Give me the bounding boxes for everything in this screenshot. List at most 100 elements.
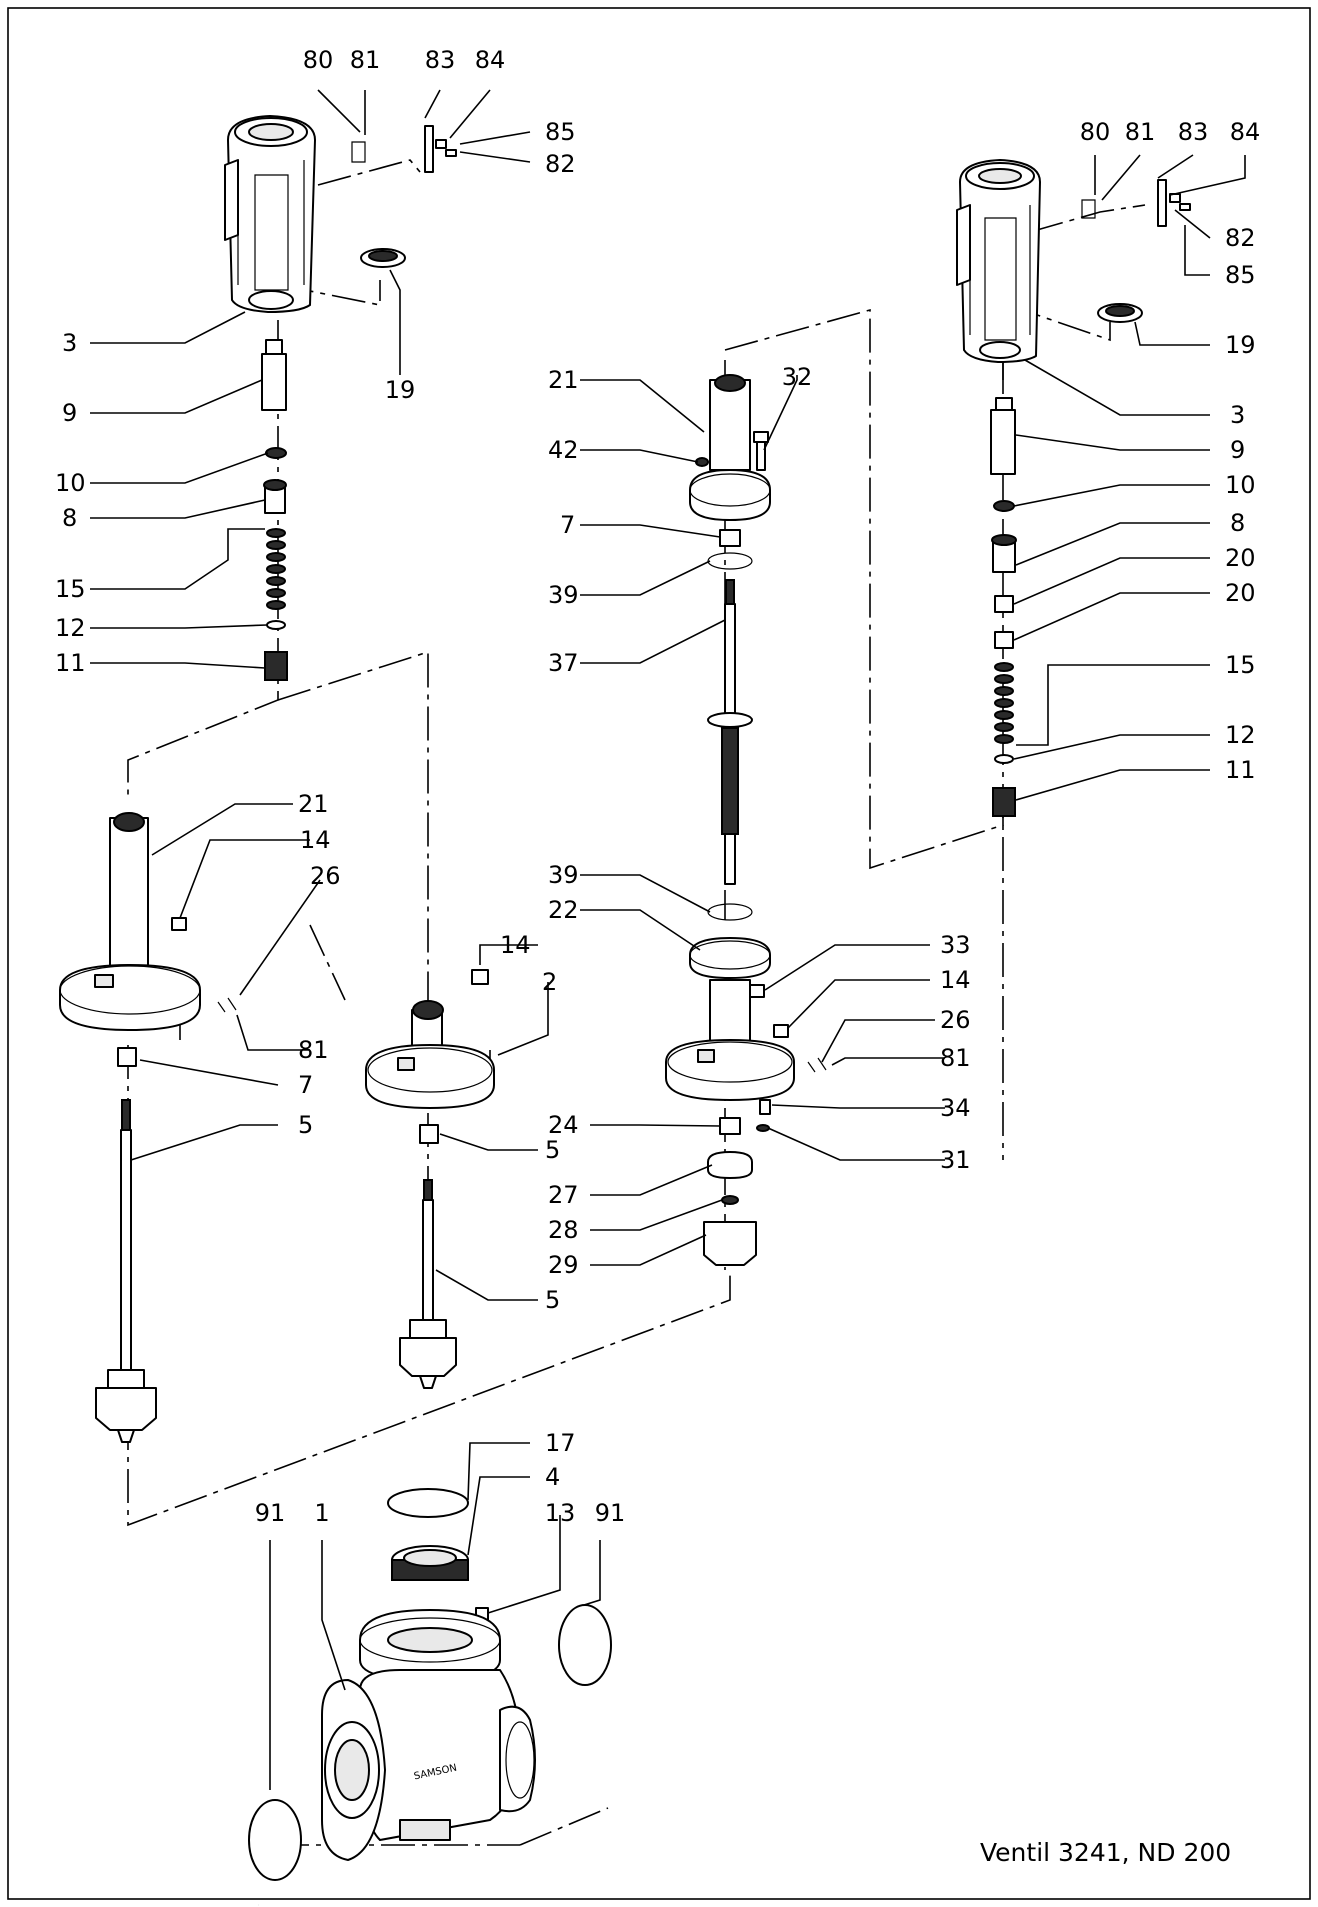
label-15-left: 15 — [55, 575, 86, 603]
right-spring-11 — [992, 787, 1016, 817]
gasket-17 — [387, 1488, 469, 1518]
right-nut-19 — [1097, 303, 1143, 323]
leader-lines — [90, 89, 1246, 1790]
label-84-right: 84 — [1230, 118, 1261, 146]
center-stem-37 — [707, 579, 753, 885]
label-42: 42 — [548, 436, 579, 464]
left-yoke — [224, 115, 316, 313]
label-17: 17 — [545, 1429, 576, 1457]
label-2: 2 — [542, 968, 557, 996]
label-83-right: 83 — [1178, 118, 1209, 146]
label-10-right: 10 — [1225, 471, 1256, 499]
right-washer-12 — [994, 754, 1014, 764]
center-ring-39-top — [707, 552, 753, 570]
center-screw-34 — [759, 1099, 771, 1115]
left-bushing-8 — [263, 479, 287, 514]
label-14-left: 14 — [300, 826, 331, 854]
label-91-left: 91 — [255, 1499, 286, 1527]
blind-disc-91-right — [558, 1604, 612, 1686]
center-ring-39-bottom — [707, 903, 753, 921]
label-24: 24 — [548, 1111, 579, 1139]
valve-body-1 — [321, 1609, 536, 1861]
label-3-right: 3 — [1230, 401, 1245, 429]
label-9-right: 9 — [1230, 436, 1245, 464]
label-5-center-lower: 5 — [545, 1286, 560, 1314]
label-19-left: 19 — [385, 376, 416, 404]
label-82: 82 — [545, 150, 576, 178]
label-80-right: 80 — [1080, 118, 1111, 146]
center-bushing-24 — [719, 1117, 741, 1135]
label-81-right: 81 — [1125, 118, 1156, 146]
label-7-left: 7 — [298, 1071, 313, 1099]
blind-disc-91-left — [248, 1799, 302, 1881]
label-91-right: 91 — [595, 1499, 626, 1527]
label-19-right: 19 — [1225, 331, 1256, 359]
right-nut-10 — [993, 500, 1015, 512]
label-84: 84 — [475, 46, 506, 74]
right-stem-connector — [990, 397, 1016, 475]
right-ring-20-b — [994, 631, 1014, 649]
label-21-center: 21 — [548, 366, 579, 394]
left-packing-15 — [266, 528, 286, 610]
label-5-center-upper: 5 — [545, 1136, 560, 1164]
label-39-top: 39 — [548, 581, 579, 609]
left-brackets-80-85 — [351, 125, 457, 173]
drawing-caption: Ventil 3241, ND 200 — [980, 1838, 1231, 1867]
left-bonnet-21 — [59, 812, 201, 1031]
label-81-center: 81 — [940, 1044, 971, 1072]
label-33: 33 — [940, 931, 971, 959]
left-stem-connector — [261, 339, 287, 411]
label-20-b: 20 — [1225, 579, 1256, 607]
label-80: 80 — [303, 46, 334, 74]
center-nut-14 — [773, 1024, 789, 1038]
label-4: 4 — [545, 1463, 560, 1491]
label-22: 22 — [548, 896, 579, 924]
label-27: 27 — [548, 1181, 579, 1209]
label-83: 83 — [425, 46, 456, 74]
label-31: 31 — [940, 1146, 971, 1174]
right-yoke — [956, 159, 1041, 363]
drawing-frame — [7, 7, 1311, 1900]
center-bonnet-21 — [689, 374, 771, 521]
label-11-left: 11 — [55, 649, 86, 677]
center-washer-31 — [756, 1124, 770, 1132]
center-bushing-7 — [719, 529, 741, 547]
center-plug-stem-5 — [399, 1179, 457, 1389]
label-9-left: 9 — [62, 399, 77, 427]
center-nut-28 — [721, 1195, 739, 1205]
label-82-right: 82 — [1225, 224, 1256, 252]
label-26-center: 26 — [940, 1006, 971, 1034]
label-14-center: 14 — [940, 966, 971, 994]
left-pin-26 — [217, 997, 237, 1013]
label-10-left: 10 — [55, 469, 86, 497]
label-85-right: 85 — [1225, 261, 1256, 289]
label-1: 1 — [314, 1499, 329, 1527]
label-3-left: 3 — [62, 329, 77, 357]
center-nut-33 — [749, 984, 765, 998]
center-plug-29 — [703, 1221, 757, 1266]
label-15-right: 15 — [1225, 651, 1256, 679]
label-5-left: 5 — [298, 1111, 313, 1139]
left-plug-stem-5 — [95, 1099, 157, 1443]
center-plate-27 — [707, 1151, 753, 1179]
part-number-labels: 80 81 83 84 85 82 3 19 9 10 8 15 12 11 2… — [55, 46, 1260, 1527]
label-8-right: 8 — [1230, 509, 1245, 537]
left-nut-19 — [360, 248, 406, 268]
label-28: 28 — [548, 1216, 579, 1244]
label-11-right: 11 — [1225, 756, 1256, 784]
label-85: 85 — [545, 118, 576, 146]
center-flange-22 — [665, 937, 795, 1101]
label-39-bottom: 39 — [548, 861, 579, 889]
right-packing-15 — [994, 662, 1014, 744]
label-34: 34 — [940, 1094, 971, 1122]
left-washer-12 — [266, 620, 286, 630]
label-32: 32 — [782, 363, 813, 391]
label-26-left: 26 — [310, 862, 341, 890]
center-guide-5 — [419, 1124, 439, 1144]
label-12-left: 12 — [55, 614, 86, 642]
right-brackets-80-85 — [1081, 179, 1191, 227]
label-12-right: 12 — [1225, 721, 1256, 749]
bonnet-2 — [365, 969, 495, 1109]
